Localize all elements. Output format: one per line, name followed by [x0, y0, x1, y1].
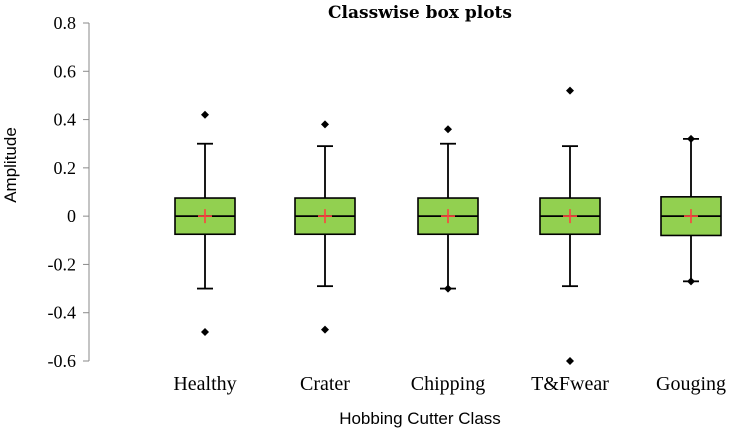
box-group-crater: Crater	[294, 120, 356, 395]
outlier-point	[321, 325, 329, 334]
chart-title: Classwise box plots	[328, 3, 512, 23]
plot-area: Healthy Crater Chipping T&Fwear Gouging	[173, 86, 726, 395]
outlier-point	[687, 277, 695, 286]
y-tick-label: 0.2	[54, 158, 77, 178]
box-group-healthy: Healthy	[173, 110, 237, 395]
outlier-point	[321, 120, 329, 129]
y-tick-label: -0.4	[48, 303, 77, 323]
y-tick-label: 0.4	[54, 110, 77, 130]
outlier-point	[201, 328, 209, 337]
outlier-point	[566, 357, 574, 365]
y-tick-label: 0.8	[54, 13, 77, 33]
box-group-chipping: Chipping	[411, 125, 485, 395]
outlier-point	[444, 284, 452, 293]
y-axis: 0.8 0.6 0.4 0.2 0 -0.2 -0.4 -0.6	[48, 13, 90, 371]
x-tick-label: Chipping	[411, 373, 485, 395]
outlier-point	[201, 110, 209, 119]
x-tick-label: Crater	[300, 373, 350, 395]
x-tick-label: Gouging	[656, 373, 726, 395]
box-group-gouging: Gouging	[656, 134, 726, 395]
y-tick-label: -0.6	[48, 351, 77, 371]
outlier-point	[687, 134, 695, 143]
y-tick-label: -0.2	[48, 254, 77, 274]
outlier-point	[444, 125, 452, 134]
y-axis-label: Amplitude	[1, 127, 20, 203]
y-tick-label: 0	[67, 206, 76, 226]
x-tick-label: T&Fwear	[531, 373, 609, 395]
box-group-tfwear: T&Fwear	[531, 86, 609, 395]
y-tick-label: 0.6	[54, 61, 77, 81]
x-axis-label: Hobbing Cutter Class	[339, 409, 501, 428]
x-tick-label: Healthy	[173, 373, 236, 395]
outlier-point	[566, 86, 574, 95]
